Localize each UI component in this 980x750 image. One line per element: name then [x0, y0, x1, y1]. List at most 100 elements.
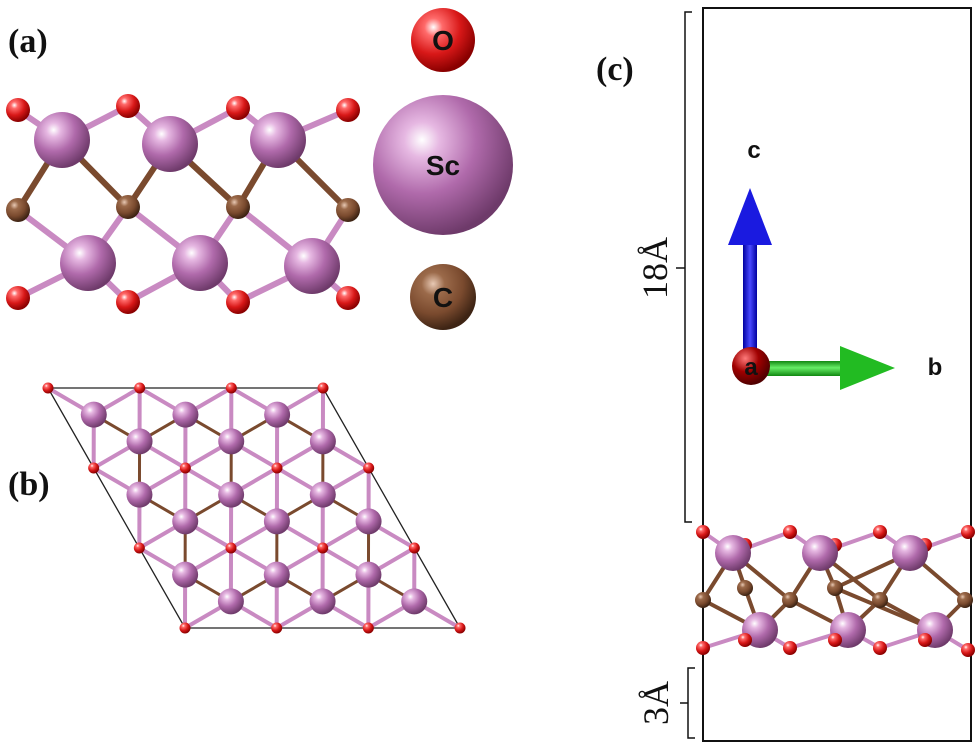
oxygen-atom	[179, 622, 191, 634]
panel-b-bonds	[46, 386, 463, 630]
carbon-label: C	[433, 282, 453, 313]
oxygen-atom	[116, 94, 140, 118]
atom-legend: O Sc C	[373, 8, 513, 330]
legend-oxygen: O	[411, 8, 475, 72]
oxygen-atom	[317, 382, 329, 394]
oxygen-atom	[271, 622, 283, 634]
oxygen-atom	[225, 382, 237, 394]
oxygen-atom	[179, 462, 191, 474]
carbon-atom	[737, 580, 753, 596]
scandium-atom	[284, 238, 340, 294]
carbon-atom	[226, 195, 250, 219]
scandium-atom	[264, 401, 291, 428]
oxygen-atom	[363, 462, 375, 474]
carbon-atom	[336, 198, 360, 222]
oxygen-atom	[336, 98, 360, 122]
scandium-atom	[142, 116, 198, 172]
panel-c-label: (c)	[596, 51, 634, 88]
scandium-atom	[126, 481, 153, 508]
panel-a-label: (a)	[8, 23, 48, 60]
scandium-label: Sc	[426, 150, 460, 181]
vacuum-bracket	[676, 11, 692, 523]
scandium-atom	[309, 588, 336, 615]
scandium-atom-swatch	[373, 95, 513, 235]
oxygen-atom	[454, 622, 466, 634]
scandium-atom	[80, 401, 107, 428]
scandium-atom	[715, 535, 751, 571]
a-axis-label: a	[744, 354, 758, 381]
oxygen-atom	[226, 290, 250, 314]
c-axis-label: c	[747, 137, 760, 164]
a-axis-marker	[732, 347, 770, 385]
oxygen-atom	[873, 525, 887, 539]
oxygen-atom	[42, 382, 54, 394]
b-axis-head	[840, 346, 895, 390]
carbon-atom	[6, 198, 30, 222]
c-axis-head	[728, 188, 772, 245]
panel-c-supercell: 18Å 3Å a b c	[635, 7, 975, 742]
carbon-atom-swatch	[410, 264, 476, 330]
scandium-atom	[172, 508, 199, 535]
legend-carbon: C	[410, 264, 476, 330]
oxygen-atom	[116, 290, 140, 314]
oxygen-atom	[134, 382, 146, 394]
b-axis-label: b	[928, 354, 943, 381]
oxygen-atom	[873, 641, 887, 655]
axis-triad: a b c	[728, 137, 942, 390]
oxygen-atom	[961, 525, 975, 539]
c-axis-arrow	[728, 188, 772, 365]
offset-thickness-label: 3Å	[636, 681, 676, 725]
offset-bracket	[680, 667, 695, 739]
panel-a-atoms	[6, 94, 360, 314]
supercell-box	[702, 7, 972, 742]
scandium-atom	[217, 588, 244, 615]
carbon-atom	[827, 580, 843, 596]
panel-b-atoms	[42, 382, 466, 634]
scandium-atom	[263, 508, 290, 535]
oxygen-atom	[961, 643, 975, 657]
oxygen-atom	[696, 641, 710, 655]
oxygen-atom	[133, 542, 145, 554]
carbon-atom	[695, 592, 711, 608]
oxygen-atom	[225, 542, 237, 554]
oxygen-atom	[918, 633, 932, 647]
scandium-atom	[802, 535, 838, 571]
b-axis-shaft	[765, 361, 847, 376]
b-axis-arrow	[765, 346, 895, 390]
oxygen-atom	[828, 633, 842, 647]
oxygen-atom	[783, 525, 797, 539]
panel-b-label: (b)	[8, 466, 50, 503]
scandium-atom	[218, 481, 245, 508]
oxygen-atom-swatch	[411, 8, 475, 72]
scandium-atom	[172, 235, 228, 291]
scandium-atom	[309, 481, 336, 508]
carbon-atom	[872, 592, 888, 608]
scandium-atom	[172, 561, 199, 588]
oxygen-atom	[408, 542, 420, 554]
carbon-atom	[957, 592, 973, 608]
scandium-atom	[263, 561, 290, 588]
oxygen-atom	[271, 462, 283, 474]
oxygen-atom	[317, 542, 329, 554]
scandium-atom	[355, 508, 382, 535]
oxygen-atom	[226, 96, 250, 120]
scandium-atom	[172, 401, 199, 428]
panel-c-slab-atoms	[695, 525, 975, 657]
scandium-atom	[34, 112, 90, 168]
carbon-atom	[116, 195, 140, 219]
oxygen-atom	[783, 641, 797, 655]
slab-bond	[833, 586, 937, 632]
scandium-atom	[309, 428, 336, 455]
oxygen-label: O	[432, 25, 454, 56]
vacuum-thickness-label: 18Å	[635, 237, 675, 299]
panel-a-side-view	[6, 94, 360, 314]
oxygen-atom	[696, 525, 710, 539]
c-axis-shaft	[743, 240, 757, 365]
oxygen-atom	[88, 462, 100, 474]
legend-scandium: Sc	[373, 95, 513, 235]
scandium-atom	[892, 535, 928, 571]
oxygen-atom	[6, 98, 30, 122]
carbon-atom	[782, 592, 798, 608]
scandium-atom	[60, 235, 116, 291]
